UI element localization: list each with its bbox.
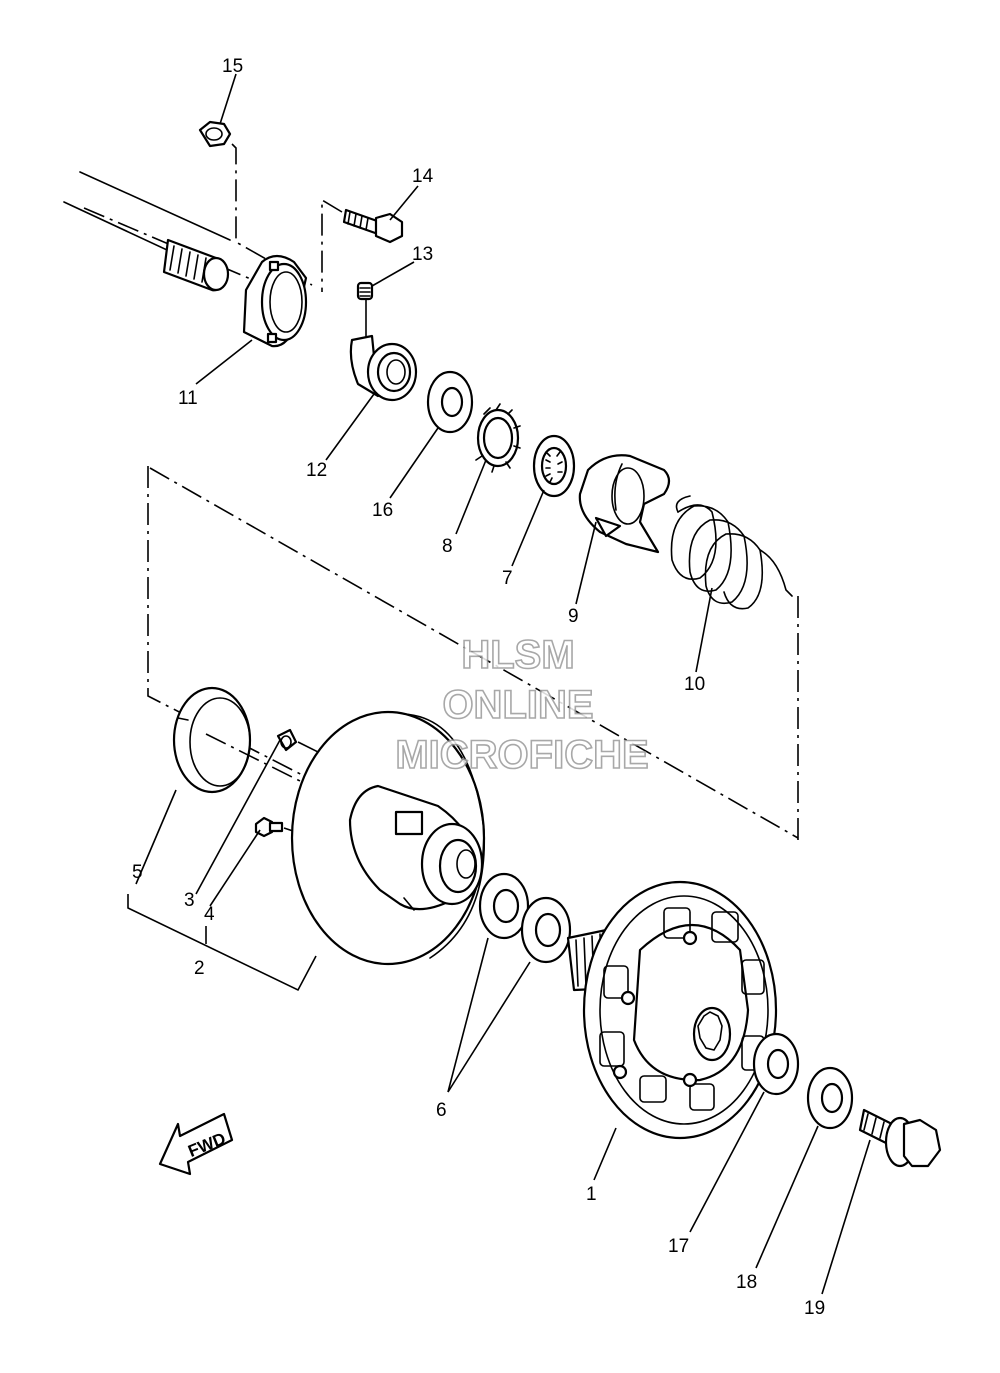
- part-1-movable-sheave: [566, 880, 778, 1140]
- callout-13: 13: [412, 244, 433, 265]
- callout-9: 9: [568, 606, 579, 627]
- callout-leaders: [127, 73, 871, 1295]
- callout-17: 17: [668, 1236, 689, 1257]
- part-15-nut: [198, 120, 232, 148]
- callout-12: 12: [306, 460, 327, 481]
- watermark-line2: ONLINE: [442, 683, 593, 727]
- part-2-fixed-sheave: [290, 710, 486, 966]
- leader-box-diagonal: [149, 467, 799, 839]
- part-13-setscrew: [356, 281, 374, 301]
- watermark-line3: MICROFICHE: [395, 733, 648, 777]
- part-8-castle-nut: [475, 403, 521, 473]
- part-5-ring: [172, 686, 252, 794]
- part-9-torque-cam: [578, 454, 671, 554]
- fwd-arrow-icon: [158, 1112, 234, 1176]
- part-7-lock-washer: [532, 434, 576, 498]
- callout-14: 14: [412, 166, 434, 187]
- callout-5: 5: [132, 862, 143, 883]
- part-11-spline: [162, 238, 230, 292]
- leader-15-dash: [231, 143, 313, 286]
- callout-18: 18: [736, 1272, 757, 1293]
- callout-1: 1: [586, 1184, 597, 1205]
- part-10-spring: [670, 495, 793, 610]
- leader-5-dash: [205, 733, 311, 787]
- callout-6: 6: [436, 1100, 447, 1121]
- part-3-grease-fitting: [276, 728, 298, 752]
- callout-labels: 15 14 13 11 12 16 8 7 9 10 5 3 4 2 6 1 1…: [132, 56, 825, 1319]
- part-6-washer-b: [520, 896, 572, 964]
- part-6-washer-a: [478, 872, 530, 940]
- leader-14-dash: [321, 198, 343, 292]
- part-4-screw: [254, 816, 284, 838]
- watermark: HLSM ONLINE MICROFICHE: [395, 632, 650, 778]
- callout-7: 7: [502, 568, 513, 589]
- leader-box-left: [147, 466, 313, 781]
- callout-15: 15: [222, 56, 243, 77]
- callout-3: 3: [184, 890, 195, 911]
- callout-8: 8: [442, 536, 453, 557]
- callout-16: 16: [372, 500, 393, 521]
- callout-10: 10: [684, 674, 705, 695]
- callout-2: 2: [194, 958, 205, 979]
- watermark-line1: HLSM: [461, 633, 574, 677]
- callout-11: 11: [178, 388, 198, 409]
- part-17-washer: [752, 1032, 800, 1096]
- part-19-flange-bolt: [858, 1108, 942, 1168]
- part-18-washer: [806, 1066, 854, 1130]
- part-12-bearing: [349, 334, 418, 402]
- leader-3-dash: [297, 741, 319, 753]
- part-14-bolt: [342, 208, 404, 244]
- part-11-flange-housing: [242, 254, 308, 348]
- callout-19: 19: [804, 1298, 825, 1319]
- part-16-washer: [426, 370, 474, 434]
- callout-4: 4: [204, 904, 215, 925]
